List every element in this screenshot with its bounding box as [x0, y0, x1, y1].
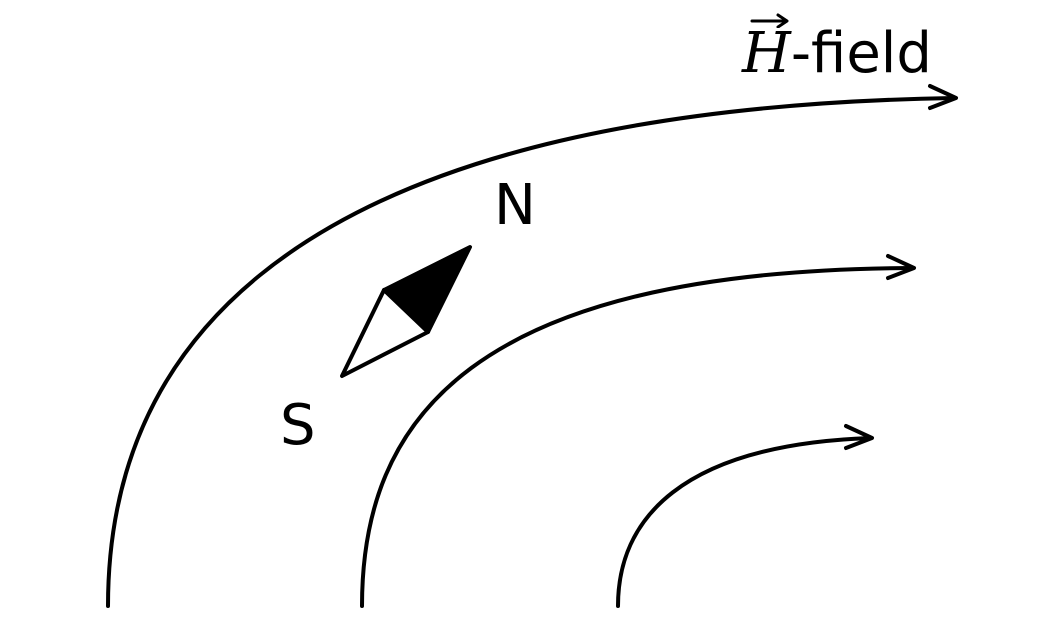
- field-line-inner: [616, 436, 872, 608]
- field-line-outer-arrowhead: [928, 84, 958, 110]
- field-line-inner-arrowhead: [844, 424, 874, 450]
- field-line-outer: [106, 96, 956, 608]
- north-label: N: [494, 173, 536, 238]
- field-symbol-letter: H: [742, 21, 791, 86]
- field-label: H -field: [742, 13, 932, 82]
- vector-arrow-icon: [750, 13, 789, 28]
- field-symbol: H: [742, 13, 791, 82]
- field-line-middle-arrowhead: [886, 254, 916, 280]
- south-label: S: [280, 393, 316, 458]
- field-suffix-text: -field: [790, 21, 932, 86]
- field-line-middle: [360, 266, 914, 608]
- needle-south-half: [340, 288, 430, 378]
- compass-needle-icon: [340, 245, 472, 378]
